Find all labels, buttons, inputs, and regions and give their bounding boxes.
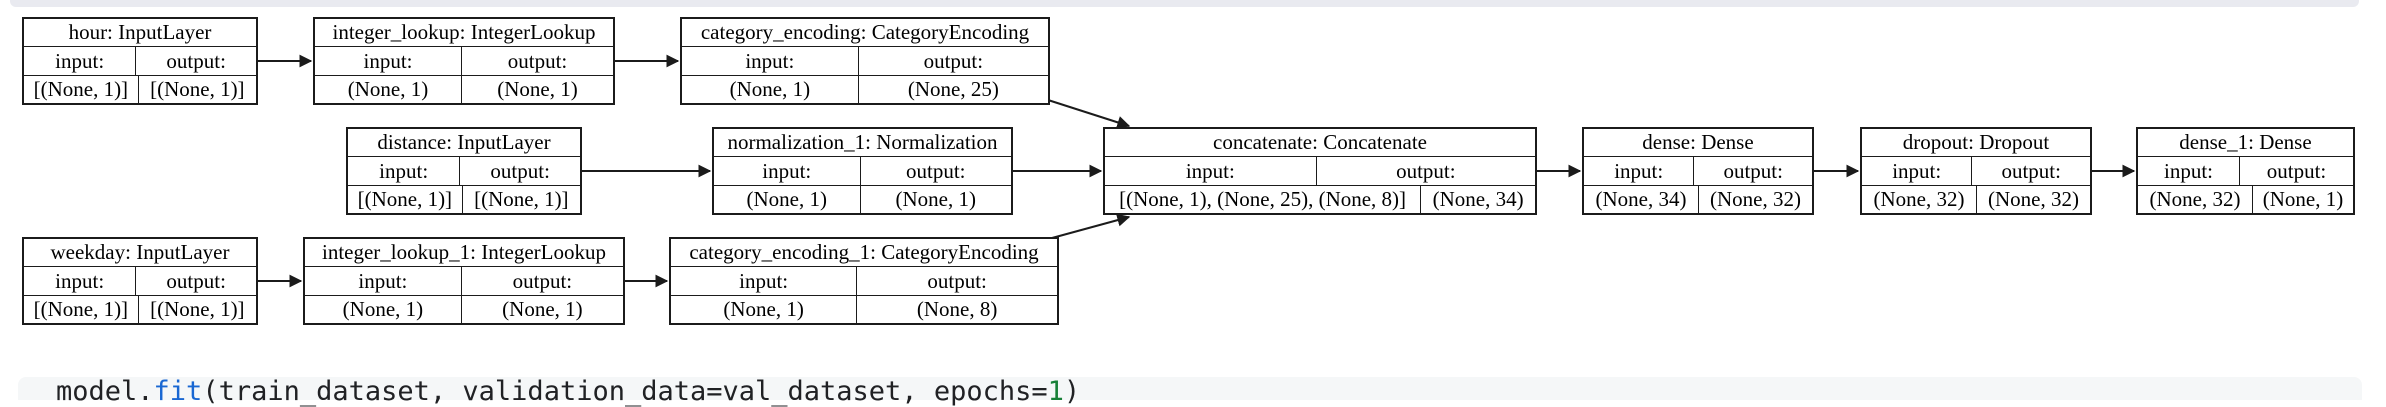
output-label: output: bbox=[857, 47, 1048, 75]
output-shape: [(None, 1)] bbox=[137, 76, 256, 103]
layer-title: concatenate: Concatenate bbox=[1105, 129, 1535, 157]
layer-node-dense: dense: Dense input: output: (None, 34) (… bbox=[1582, 127, 1814, 215]
layer-node-concatenate: concatenate: Concatenate input: output: … bbox=[1103, 127, 1537, 215]
code-token: ) bbox=[1063, 376, 1081, 407]
layer-title: integer_lookup_1: IntegerLookup bbox=[305, 239, 623, 267]
output-label: output: bbox=[856, 267, 1057, 295]
output-shape: (None, 32) bbox=[1976, 186, 2090, 213]
output-shape: (None, 1) bbox=[460, 296, 623, 323]
input-shape: (None, 1) bbox=[347, 77, 429, 101]
input-shape: [(None, 1)] bbox=[33, 297, 129, 321]
layer-title: integer_lookup: IntegerLookup bbox=[315, 19, 613, 47]
input-label: input: bbox=[358, 268, 408, 293]
layer-title: normalization_1: Normalization bbox=[714, 129, 1011, 157]
input-label: input: bbox=[2164, 158, 2214, 183]
input-shape: (None, 32) bbox=[2149, 187, 2241, 211]
output-label: output: bbox=[1693, 157, 1812, 185]
layer-node-distance: distance: InputLayer input: output: [(No… bbox=[346, 127, 582, 215]
layer-node-weekday: weekday: InputLayer input: output: [(Non… bbox=[22, 237, 258, 325]
layer-title: dropout: Dropout bbox=[1862, 129, 2090, 157]
code-cell[interactable]: model.fit(train_dataset, validation_data… bbox=[18, 377, 2362, 407]
output-shape: (None, 25) bbox=[857, 76, 1048, 103]
output-shape: (None, 1) bbox=[859, 186, 1011, 213]
input-label: input: bbox=[363, 48, 413, 73]
input-label: input: bbox=[55, 268, 105, 293]
layer-node-integer_lookup_1: integer_lookup_1: IntegerLookup input: o… bbox=[303, 237, 625, 325]
code-token: 1 bbox=[1047, 376, 1064, 407]
code-line: model.fit(train_dataset, validation_data… bbox=[56, 377, 1080, 407]
input-shape: [(None, 1)] bbox=[33, 77, 129, 101]
output-label: output: bbox=[461, 47, 613, 75]
layer-node-dropout: dropout: Dropout input: output: (None, 3… bbox=[1860, 127, 2092, 215]
connection-arrow bbox=[1047, 99, 1131, 129]
connection-arrow bbox=[1051, 213, 1131, 239]
layer-title: hour: InputLayer bbox=[24, 19, 256, 47]
output-label: output: bbox=[135, 47, 256, 75]
model-architecture-diagram: hour: InputLayer input: output: [(None, … bbox=[22, 17, 2355, 325]
input-label: input: bbox=[745, 48, 795, 73]
output-shape: (None, 8) bbox=[856, 296, 1057, 323]
input-shape: (None, 32) bbox=[1873, 187, 1965, 211]
previous-cell-bottom-edge bbox=[10, 0, 2359, 7]
layer-title: category_encoding_1: CategoryEncoding bbox=[671, 239, 1057, 267]
edge-layer bbox=[258, 54, 2136, 288]
input-label: input: bbox=[1892, 158, 1942, 183]
output-shape: (None, 32) bbox=[1698, 186, 1812, 213]
output-shape: [(None, 1)] bbox=[137, 296, 256, 323]
output-shape: [(None, 1)] bbox=[461, 186, 580, 213]
layer-node-category_encoding: category_encoding: CategoryEncoding inpu… bbox=[680, 17, 1050, 105]
layer-node-category_encoding_1: category_encoding_1: CategoryEncoding in… bbox=[669, 237, 1059, 325]
layer-node-hour: hour: InputLayer input: output: [(None, … bbox=[22, 17, 258, 105]
input-label: input: bbox=[55, 48, 105, 73]
layer-title: category_encoding: CategoryEncoding bbox=[682, 19, 1048, 47]
input-shape: (None, 1) bbox=[342, 297, 424, 321]
output-label: output: bbox=[859, 157, 1011, 185]
layer-title: dense: Dense bbox=[1584, 129, 1812, 157]
output-shape: (None, 34) bbox=[1420, 186, 1535, 213]
output-label: output: bbox=[2239, 157, 2353, 185]
input-label: input: bbox=[379, 158, 429, 183]
output-label: output: bbox=[1315, 157, 1535, 185]
code-token: model. bbox=[56, 376, 154, 407]
input-shape: (None, 1) bbox=[729, 77, 811, 101]
layer-node-integer_lookup: integer_lookup: IntegerLookup input: out… bbox=[313, 17, 615, 105]
input-shape: (None, 34) bbox=[1595, 187, 1687, 211]
layer-node-normalization_1: normalization_1: Normalization input: ou… bbox=[712, 127, 1013, 215]
output-label: output: bbox=[460, 267, 623, 295]
layer-node-dense_1: dense_1: Dense input: output: (None, 32)… bbox=[2136, 127, 2355, 215]
input-shape: (None, 1) bbox=[723, 297, 804, 321]
input-label: input: bbox=[1614, 158, 1664, 183]
output-label: output: bbox=[135, 267, 256, 295]
input-label: input: bbox=[739, 268, 789, 293]
layer-title: weekday: InputLayer bbox=[24, 239, 256, 267]
output-label: output: bbox=[459, 157, 580, 185]
input-shape: (None, 1) bbox=[746, 187, 827, 211]
code-token: fit bbox=[153, 376, 203, 407]
output-shape: (None, 1) bbox=[461, 76, 613, 103]
input-label: input: bbox=[762, 158, 812, 183]
input-shape: [(None, 1), (None, 25), (None, 8)] bbox=[1119, 187, 1407, 211]
code-token: (train_dataset, validation_data=val_data… bbox=[202, 376, 1048, 407]
layer-title: dense_1: Dense bbox=[2138, 129, 2353, 157]
output-shape: (None, 1) bbox=[2251, 186, 2353, 213]
input-shape: [(None, 1)] bbox=[357, 187, 453, 211]
input-label: input: bbox=[1185, 158, 1235, 183]
layer-title: distance: InputLayer bbox=[348, 129, 580, 157]
output-label: output: bbox=[1971, 157, 2090, 185]
